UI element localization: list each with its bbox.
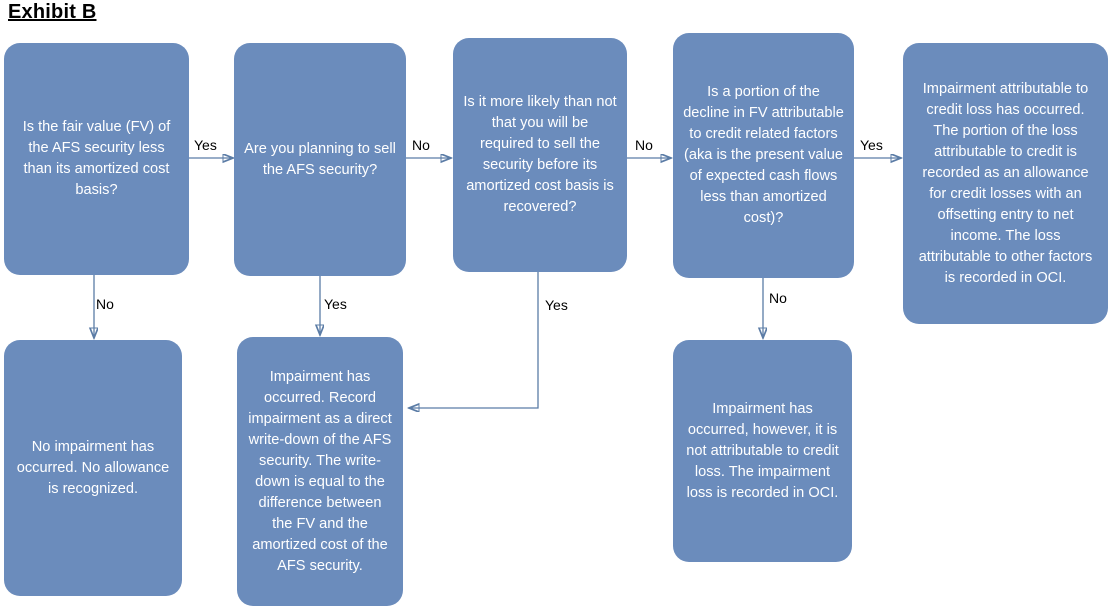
edge-label-q2-no: No	[412, 137, 430, 153]
edge-label-q4-yes: Yes	[860, 137, 883, 153]
node-result-no-impairment[interactable]: No impairment has occurred. No allowance…	[4, 340, 182, 596]
node-question-planning-to-sell[interactable]: Are you planning to sell the AFS securit…	[234, 43, 406, 276]
edge-label-q1-no: No	[96, 296, 114, 312]
edge-label-q4-no: No	[769, 290, 787, 306]
edge-q3-to-writedown	[410, 272, 539, 408]
edge-label-q3-yes: Yes	[545, 297, 568, 313]
page-title: Exhibit B	[8, 1, 97, 23]
node-question-required-to-sell[interactable]: Is it more likely than not that you will…	[453, 38, 627, 272]
edge-label-q2-yes: Yes	[324, 296, 347, 312]
edge-label-q1-yes: Yes	[194, 137, 217, 153]
node-question-credit-related-factors[interactable]: Is a portion of the decline in FV attrib…	[673, 33, 854, 278]
node-result-oci[interactable]: Impairment has occurred, however, it is …	[673, 340, 852, 562]
node-result-direct-writedown[interactable]: Impairment has occurred. Record impairme…	[237, 337, 403, 606]
node-question-fair-value[interactable]: Is the fair value (FV) of the AFS securi…	[4, 43, 189, 275]
edge-label-q3-no: No	[635, 137, 653, 153]
node-result-credit-loss[interactable]: Impairment attributable to credit loss h…	[903, 43, 1108, 324]
